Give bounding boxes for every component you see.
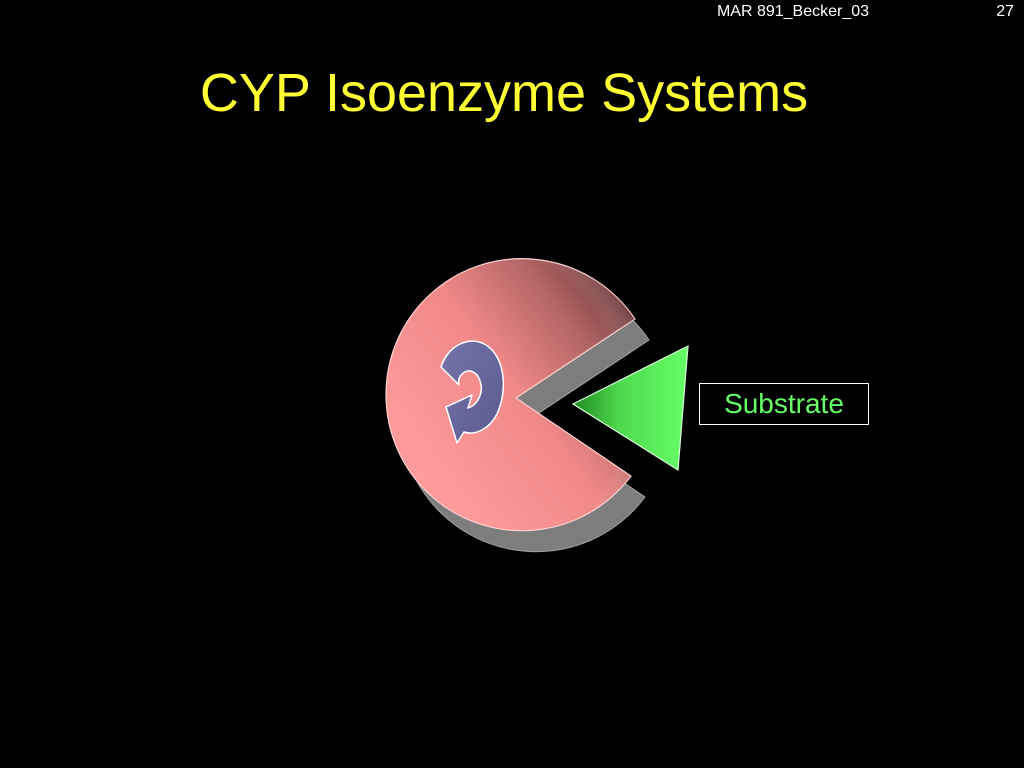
enzyme-shading [385, 258, 635, 531]
header-course-code: MAR 891_Becker_03 [716, 3, 870, 20]
circular-arrow-icon [440, 340, 505, 444]
substrate-label: Substrate [699, 383, 869, 425]
substrate-triangle-shape [571, 344, 689, 472]
header-page-number: 27 [996, 3, 1014, 20]
slide-title: CYP Isoenzyme Systems [199, 63, 809, 123]
